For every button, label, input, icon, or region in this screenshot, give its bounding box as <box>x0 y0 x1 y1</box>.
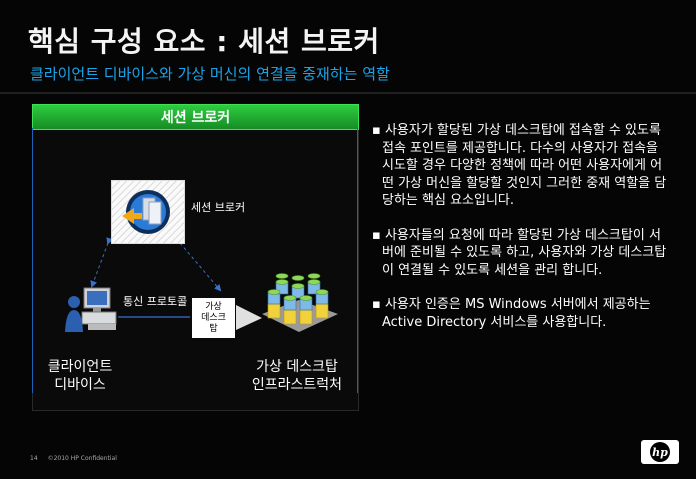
broker-label: 세션 브로커 <box>191 201 246 214</box>
storage-cylinders-icon <box>258 270 340 336</box>
footer: 14 ©2010 HP Confidential <box>30 455 125 462</box>
bullet-item: ▪ 사용자가 할당된 가상 데스크탑에 접속할 수 있도록 접속 포인트를 제공… <box>372 123 667 208</box>
title-divider <box>0 92 696 94</box>
client-label-line2: 디바이스 <box>54 377 106 393</box>
slide-title: 핵심 구성 요소 : 세션 브로커 <box>28 25 380 58</box>
vd-label-line1: 가상 <box>205 301 222 312</box>
client-device-label: 클라이언트 디바이스 <box>40 358 120 394</box>
bullet-list: ▪ 사용자가 할당된 가상 데스크탑에 접속할 수 있도록 접속 포인트를 제공… <box>370 122 670 348</box>
hp-logo: hp <box>641 440 679 464</box>
infra-label-line2: 인프라스트럭처 <box>251 377 343 393</box>
panel-left-border <box>32 128 33 393</box>
bullet-text: 사용자들의 요청에 따라 할당된 가상 데스크탑이 서버에 준비될 수 있도록 … <box>382 227 667 278</box>
vd-label-line3: 탑 <box>209 323 218 334</box>
svg-text:hp: hp <box>652 446 668 459</box>
bullet-text: 사용자가 할당된 가상 데스크탑에 접속할 수 있도록 접속 포인트를 제공합니… <box>382 123 667 208</box>
copyright-text: ©2010 HP Confidential <box>47 455 117 462</box>
infra-label-line1: 가상 데스크탑 <box>256 359 338 375</box>
slide-subtitle: 클라이언트 디바이스와 가상 머신의 연결을 중재하는 역할 <box>30 65 390 83</box>
protocol-label: 통신 프로토콜 <box>123 295 188 308</box>
diagram-header: 세션 브로커 <box>32 104 359 130</box>
connector-broker-vd <box>174 236 222 292</box>
client-label-line1: 클라이언트 <box>47 359 113 375</box>
page-number: 14 <box>30 455 38 462</box>
virtual-desktop-box: 가상 데스크 탑 <box>192 298 235 338</box>
vd-label-line2: 데스크 <box>201 312 226 323</box>
bullet-text: 사용자 인증은 MS Windows 서버에서 제공하는 Active Dire… <box>382 297 651 330</box>
client-pc-icon <box>64 284 118 338</box>
vd-pointer-arrow <box>236 305 262 330</box>
bullet-item: ▪ 사용자 인증은 MS Windows 서버에서 제공하는 Active Di… <box>372 297 651 330</box>
session-broker-icon <box>111 180 185 244</box>
bullet-item: ▪ 사용자들의 요청에 따라 할당된 가상 데스크탑이 서버에 준비될 수 있도… <box>372 227 667 278</box>
panel-right-border <box>357 128 358 393</box>
infra-label: 가상 데스크탑 인프라스트럭처 <box>238 358 356 394</box>
connector-client-broker <box>90 237 114 288</box>
